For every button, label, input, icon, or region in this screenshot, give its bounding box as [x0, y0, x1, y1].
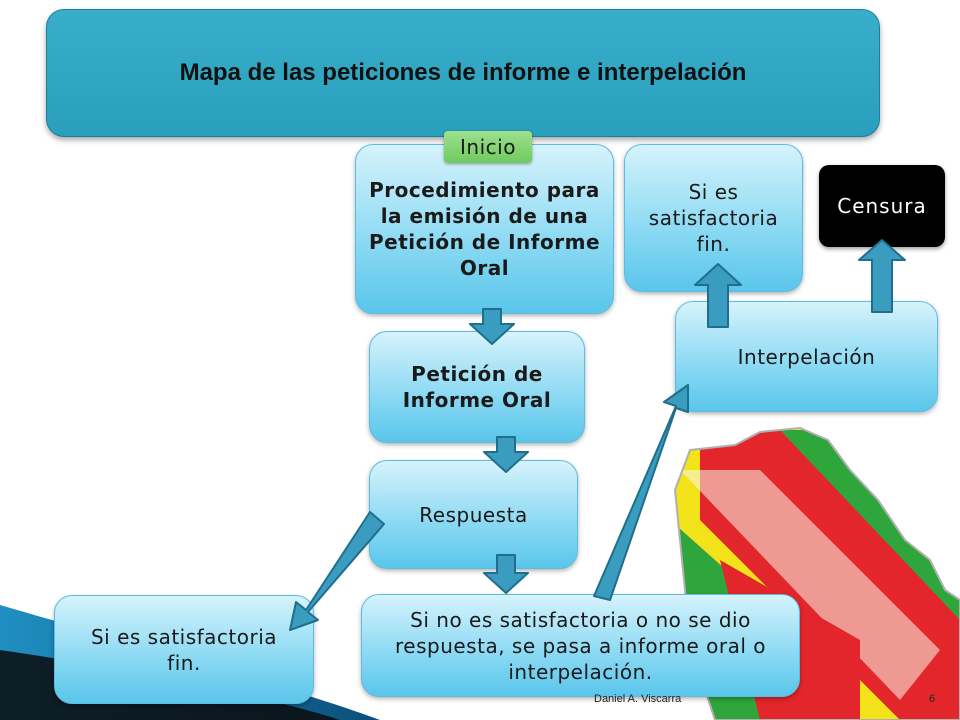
- arrow-down-3: [483, 554, 529, 594]
- arrow-diagonal-up: [593, 384, 689, 601]
- node-censura: Censura: [819, 165, 945, 247]
- node-satisfactoria-top-label: Si es satisfactoria fin.: [648, 180, 779, 256]
- node-peticion-label: Petición de Informe Oral: [402, 362, 552, 412]
- node-interpelacion-label: Interpelación: [737, 344, 876, 369]
- inicio-tag: Inicio: [444, 131, 532, 163]
- node-satisfactoria-left: Si es satisfactoria fin.: [54, 595, 314, 704]
- node-satisfactoria-left-label: Si es satisfactoria fin.: [90, 624, 278, 675]
- inicio-label: Inicio: [460, 135, 516, 159]
- page-title: Mapa de las peticiones de informe e inte…: [179, 59, 747, 86]
- node-peticion: Petición de Informe Oral: [369, 331, 585, 443]
- node-respuesta: Respuesta: [369, 460, 578, 569]
- arrow-diagonal-left: [289, 511, 385, 631]
- arrow-down-2: [483, 436, 529, 473]
- node-satisfactoria-top: Si es satisfactoria fin.: [624, 144, 803, 292]
- node-respuesta-label: Respuesta: [419, 502, 528, 527]
- node-no-satisfactoria: Si no es satisfactoria o no se dio respu…: [361, 594, 800, 697]
- node-procedimiento-label: Procedimiento para la emisión de una Pet…: [368, 178, 601, 280]
- footer-author: Daniel A. Viscarra: [594, 693, 682, 705]
- arrow-up-1: [694, 263, 742, 328]
- arrow-up-2: [858, 239, 906, 313]
- arrow-down-1: [469, 308, 515, 345]
- node-no-satisfactoria-label: Si no es satisfactoria o no se dio respu…: [395, 607, 766, 684]
- node-censura-label: Censura: [837, 194, 927, 218]
- title-bar: Mapa de las peticiones de informe e inte…: [46, 9, 880, 137]
- page-number: 6: [929, 693, 936, 705]
